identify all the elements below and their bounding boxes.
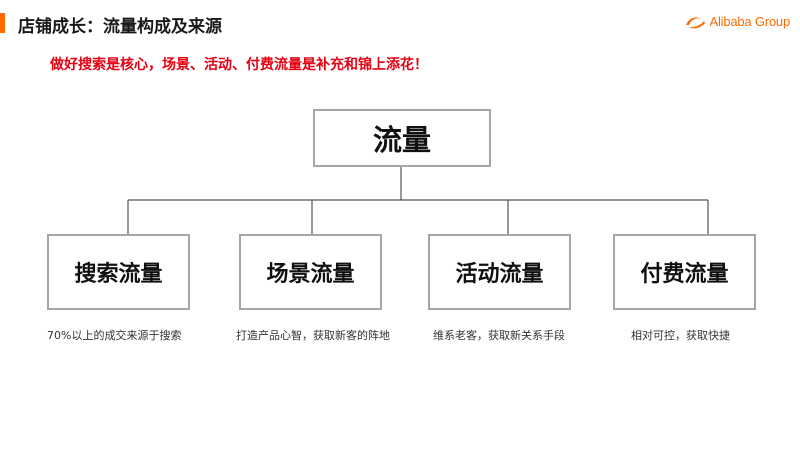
alibaba-logo-icon — [686, 16, 706, 28]
logo-wordmark: Alibaba Group — [709, 14, 790, 29]
page-title: 店铺成长：流量构成及来源 — [18, 17, 222, 37]
subtitle: 做好搜索是核心，场景、活动、付费流量是补充和锦上添花！ — [50, 57, 428, 73]
node-scene-traffic: 场景流量 — [239, 234, 382, 310]
description-paid-traffic: 相对可控，获取快捷 — [631, 329, 730, 342]
title-accent-bar — [0, 13, 5, 33]
description-activity-traffic: 维系老客，获取新关系手段 — [433, 329, 565, 342]
description-scene-traffic: 打造产品心智，获取新客的阵地 — [236, 329, 390, 342]
root-node: 流量 — [313, 109, 491, 167]
brand-logo: Alibaba Group — [684, 14, 790, 29]
node-paid-traffic: 付费流量 — [613, 234, 756, 310]
node-activity-traffic: 活动流量 — [428, 234, 571, 310]
node-search-traffic: 搜索流量 — [47, 234, 190, 310]
description-search-traffic: 70%以上的成交来源于搜索 — [47, 329, 182, 342]
